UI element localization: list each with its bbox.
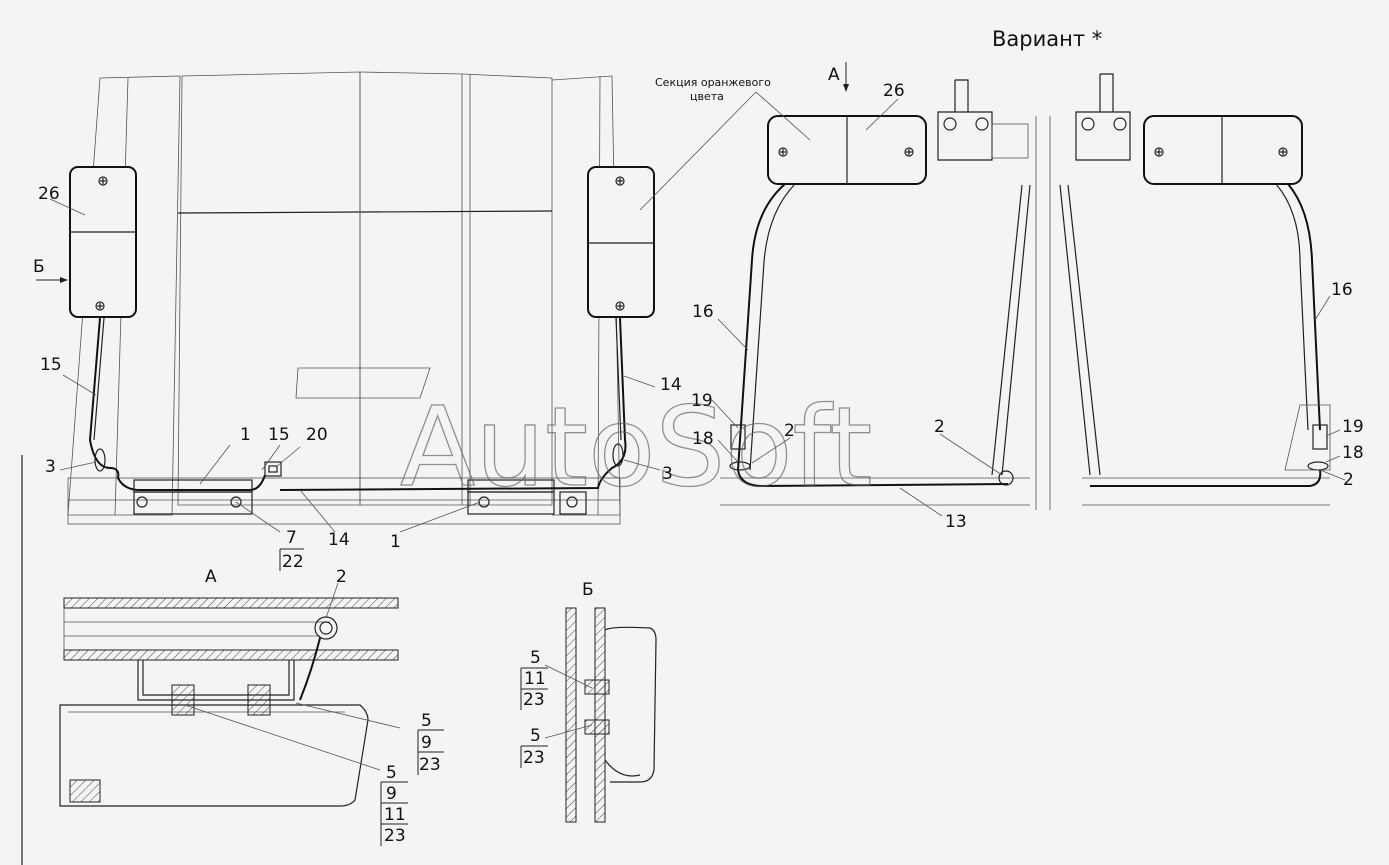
callout: 23 [523, 748, 545, 768]
callout: 18 [692, 429, 714, 449]
orange-section-note-line2: цвета [690, 90, 724, 103]
detail-b-title: Б [582, 580, 594, 600]
callout: 2 [934, 417, 945, 437]
callout: 5 [530, 648, 541, 668]
callout: 2 [336, 567, 347, 587]
detail-a-title: А [205, 567, 217, 587]
variant-title: Вариант * [992, 27, 1102, 51]
callout: 14 [328, 530, 350, 550]
callout: 19 [691, 391, 713, 411]
right-lamp [587, 166, 655, 318]
detail-a [59, 597, 399, 807]
callout: 3 [45, 457, 56, 477]
callout: 26 [38, 184, 60, 204]
callout: 13 [945, 512, 967, 532]
callout: 1 [240, 425, 251, 445]
callout: 5 [421, 711, 432, 731]
callout: 9 [386, 784, 397, 804]
callout: 9 [421, 733, 432, 753]
callout: 14 [660, 375, 682, 395]
orange-section-note-line1: Секция оранжевого [655, 76, 771, 89]
left-lamp [69, 166, 137, 318]
harness-left [88, 317, 266, 491]
callout: 23 [384, 826, 406, 846]
callout: 5 [530, 726, 541, 746]
callout: 2 [784, 421, 795, 441]
callout: 16 [692, 302, 714, 322]
view-b-marker: Б [33, 257, 45, 277]
variant-view [720, 73, 1331, 510]
callout: 16 [1331, 280, 1353, 300]
callout: 15 [268, 425, 290, 445]
watermark: AutoSoft [400, 383, 872, 511]
callout: 20 [306, 425, 328, 445]
callout: 15 [40, 355, 62, 375]
callout: 11 [524, 669, 546, 689]
callout: 5 [386, 763, 397, 783]
harness-right [279, 317, 627, 491]
leader-lines [49, 91, 1346, 771]
callout: 2 [1343, 470, 1354, 490]
callout: 22 [282, 552, 304, 572]
callout: 7 [286, 528, 297, 548]
main-view [67, 71, 655, 525]
view-a-marker: А [828, 65, 840, 85]
detail-b [565, 607, 657, 823]
callout: 11 [384, 805, 406, 825]
callout: 1 [390, 532, 401, 552]
callout: 23 [523, 690, 545, 710]
callout: 19 [1342, 417, 1364, 437]
callout: 3 [662, 464, 673, 484]
callout: 26 [883, 81, 905, 101]
callout: 18 [1342, 443, 1364, 463]
callout: 23 [419, 755, 441, 775]
